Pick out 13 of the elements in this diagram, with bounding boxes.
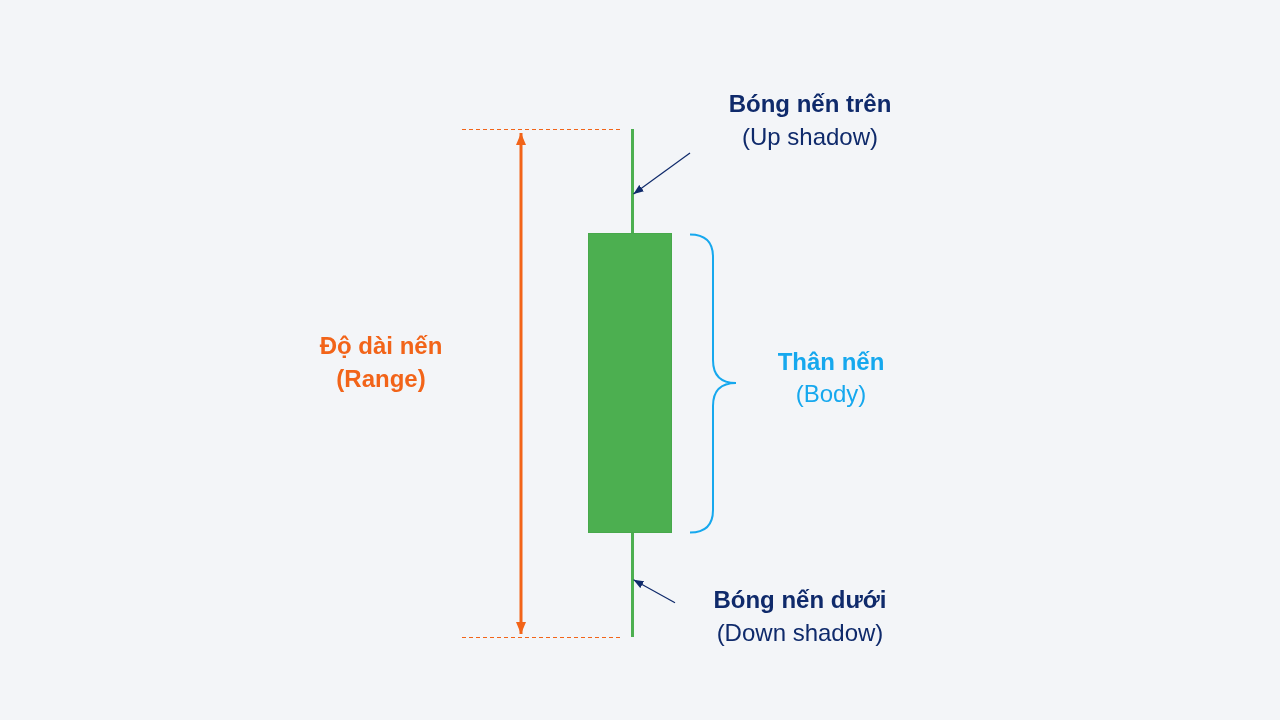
leader-arrow bbox=[632, 579, 676, 604]
callout-translation: (Up shadow) bbox=[741, 122, 879, 152]
body-label: Thân nến bbox=[777, 347, 885, 377]
lower-wick bbox=[630, 533, 634, 637]
range-translation: (Range) bbox=[336, 364, 426, 394]
body-translation: (Body) bbox=[795, 379, 867, 409]
upper-wick bbox=[630, 129, 634, 233]
leader-arrow bbox=[632, 152, 691, 195]
callout-title: Bóng nến trên bbox=[728, 89, 892, 119]
range-label: Độ dài nến bbox=[319, 331, 443, 361]
callout-translation: (Down shadow) bbox=[716, 618, 884, 648]
callout-title: Bóng nến dưới bbox=[713, 585, 887, 615]
candle-body bbox=[588, 233, 672, 533]
